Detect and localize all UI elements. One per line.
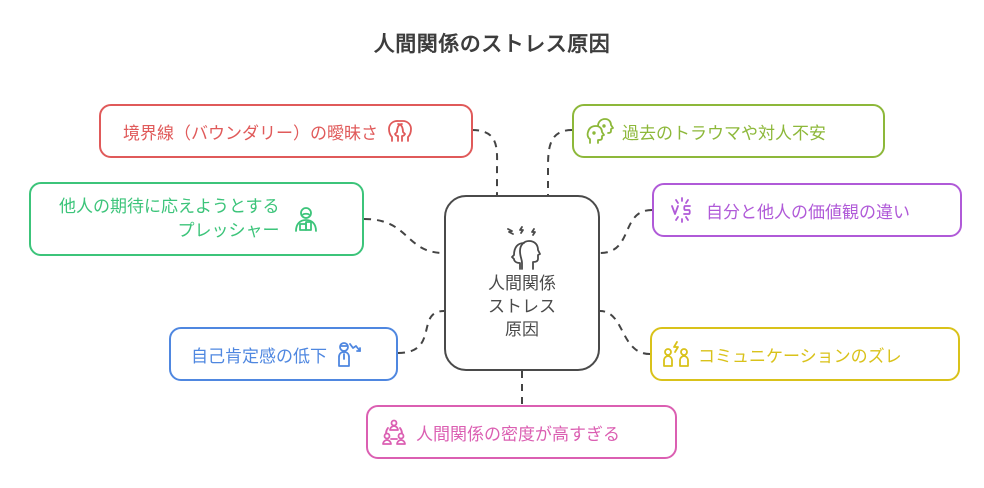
center-label-line: 原因 — [505, 319, 539, 340]
node-values[interactable]: 自分と他人の価値観の違い — [652, 183, 962, 237]
node-label: 自分と他人の価値観の違い — [706, 202, 910, 223]
center-node[interactable]: 人間関係 ストレス 原因 — [444, 195, 600, 371]
node-label: 自己肯定感の低下 — [191, 346, 327, 367]
stressed-heads-icon — [498, 225, 546, 273]
node-label: 他人の期待に応えようとする プレッシャー — [59, 195, 280, 243]
node-boundary[interactable]: 境界線（バウンダリー）の曖昧さ — [99, 104, 473, 158]
center-label-line: ストレス — [488, 296, 556, 317]
two-faces-icon — [586, 117, 614, 145]
node-label: コミュニケーションのズレ — [698, 346, 902, 367]
center-label-line: 人間関係 — [488, 273, 556, 294]
people-conflict-icon — [662, 340, 690, 368]
node-expectations[interactable]: 他人の期待に応えようとする プレッシャー — [29, 182, 364, 256]
node-label: 過去のトラウマや対人不安 — [622, 123, 826, 144]
node-label-line: 他人の期待に応えようとする — [59, 197, 280, 217]
connector-boundary — [471, 129, 499, 195]
person-burden-icon — [292, 205, 320, 233]
connector-communication — [599, 310, 651, 355]
node-density[interactable]: 人間関係の密度が高すぎる — [366, 405, 677, 459]
connector-values — [599, 209, 653, 254]
connector-self-esteem — [397, 310, 445, 354]
node-label: 境界線（バウンダリー）の曖昧さ — [123, 123, 378, 144]
people-network-icon — [380, 418, 408, 446]
diagram-title: 人間関係のストレス原因 — [373, 32, 611, 56]
center-label: 人間関係 ストレス 原因 — [488, 273, 556, 342]
versus-icon — [668, 196, 696, 224]
person-decline-icon — [335, 340, 363, 368]
node-trauma[interactable]: 過去のトラウマや対人不安 — [572, 104, 885, 158]
connector-expectations — [363, 218, 445, 254]
connector-trauma — [547, 129, 573, 195]
two-heads-outline-icon — [386, 117, 414, 145]
node-label: 人間関係の密度が高すぎる — [416, 424, 620, 445]
node-self-esteem[interactable]: 自己肯定感の低下 — [169, 327, 398, 381]
node-label-line: プレッシャー — [177, 221, 280, 241]
node-communication[interactable]: コミュニケーションのズレ — [650, 327, 960, 381]
